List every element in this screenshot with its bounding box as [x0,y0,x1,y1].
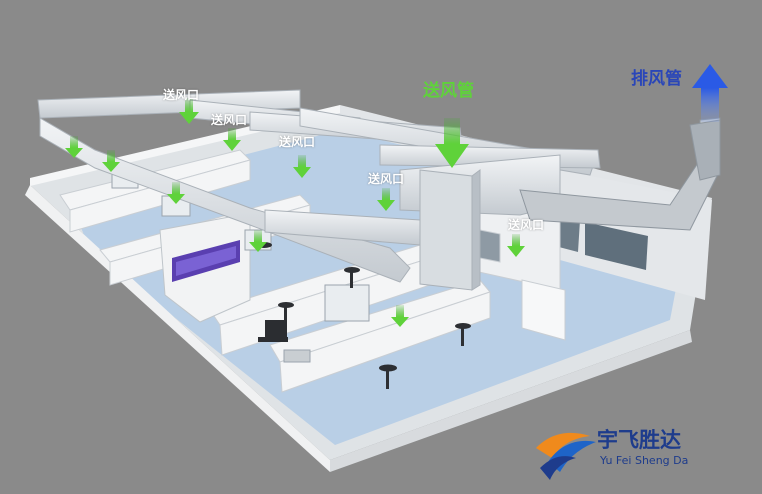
supply-outlet-label: 送风口 [163,88,200,102]
lab-chair [258,320,288,342]
supply-duct-label: 送风管 [423,81,474,101]
supply-arrows [65,98,525,327]
brand-name-cn: 宇飞胜达 [597,428,681,452]
brand-logo-emblem [536,432,596,480]
supply-outlet-label: 送风口 [279,135,316,149]
exhaust-duct-label: 排风管 [631,69,682,89]
exhaust-duct [519,117,721,231]
fume-hood [159,214,251,323]
exhaust-arrow [692,64,728,122]
supply-outlet-label: 送风口 [211,113,248,127]
brand-name-en: Yu Fei Sheng Da [600,454,689,467]
supply-outlet-label: 送风口 [368,172,405,186]
supply-outlet-label: 送风口 [508,218,545,232]
